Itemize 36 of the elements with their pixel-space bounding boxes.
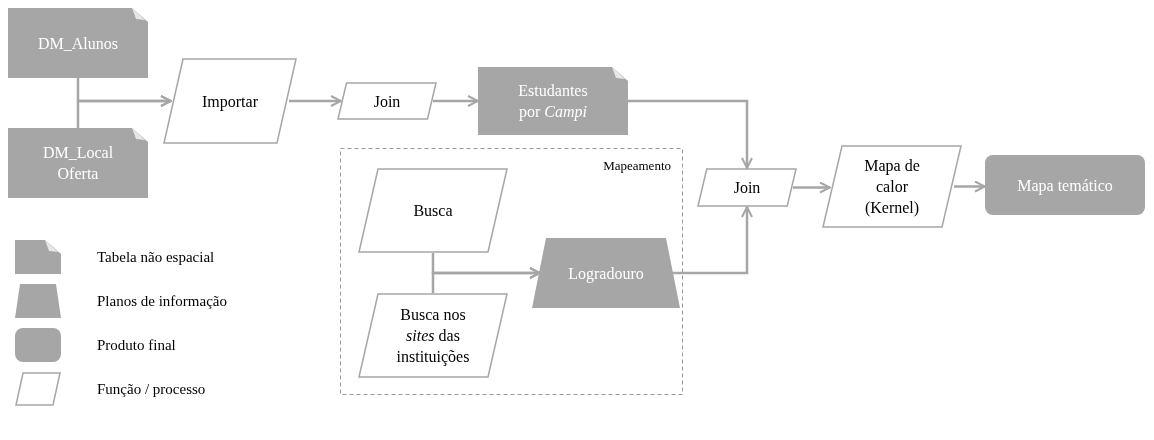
process-parallelogram: [697, 168, 797, 207]
arrow: [433, 95, 479, 107]
node-label: Mapa de calor (Kernel): [863, 156, 921, 218]
node-label: Mapa temático: [1017, 175, 1113, 196]
arrow: [954, 180, 986, 193]
node-label: Join: [733, 178, 761, 198]
trapezoid-shape: [532, 238, 680, 308]
node-label: Join: [373, 91, 401, 112]
document-shape: [478, 67, 628, 135]
node-label: DM_Local Oferta: [41, 143, 115, 184]
arrow: [289, 95, 342, 107]
node-label: DM_Alunos: [38, 33, 118, 54]
legend-label: Produto final: [97, 335, 176, 355]
arrow: [628, 99, 753, 169]
rounded-box: [985, 155, 1145, 215]
node-label: Logradouro: [568, 263, 644, 284]
process-parallelogram: [337, 82, 437, 120]
process-parallelogram: [358, 168, 508, 253]
arrow: [793, 181, 831, 194]
process-parallelogram: [822, 145, 962, 228]
node-label: Estudantes por Campi: [517, 81, 589, 122]
process-parallelogram: [163, 58, 297, 144]
document-shape: [8, 8, 148, 78]
dashed-group: [340, 148, 683, 395]
node-label: Busca: [413, 201, 453, 221]
arrow: [672, 206, 753, 275]
arrow: [431, 267, 541, 293]
node-label: Importar: [202, 91, 258, 112]
node-label: Busca nos sites das instituições: [395, 305, 471, 367]
group-title: Mapeamento: [603, 157, 671, 175]
arrow: [76, 95, 172, 128]
legend-label: Planos de informação: [97, 291, 227, 311]
legend-label: Tabela não espacial: [97, 247, 215, 267]
legend-label: Função / processo: [97, 379, 206, 399]
document-shape: [8, 128, 148, 198]
process-parallelogram: [358, 293, 508, 378]
